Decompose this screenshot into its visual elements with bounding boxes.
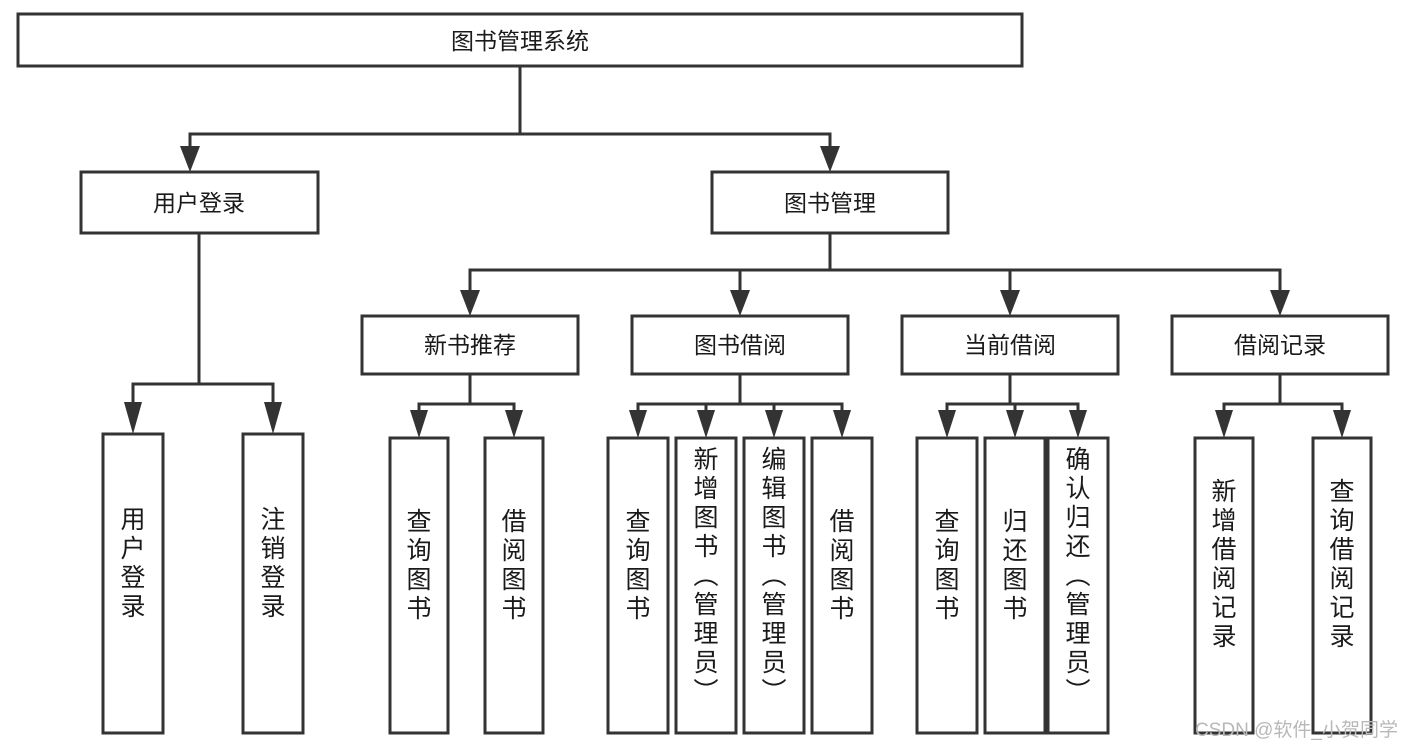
node-bookmgmt[interactable]: 图书管理 [710,170,950,235]
node-leaf-confirm-return-box[interactable] [1046,436,1110,735]
node-leaf-return-book-box[interactable] [983,436,1047,735]
node-leaf-query-book-1[interactable]: 查询图书 [388,436,450,735]
arrow-head-leaf-return-book [1006,410,1024,438]
node-leaf-query-book-2[interactable]: 查询图书 [606,436,670,735]
node-borrow[interactable]: 图书借阅 [630,314,850,376]
node-leaf-borrow-book-2[interactable]: 借阅图书 [810,436,874,735]
node-current-box[interactable] [900,314,1120,376]
arrow-head-leaf-borrow-book-2 [833,410,851,438]
connector-group-bookmgmt [460,231,1290,316]
node-leaf-edit-book[interactable]: 编辑图书︵管理员︶ [742,436,806,735]
node-leaf-logout-label: 注销登录 [260,506,285,621]
connector-group-login-leaves [124,231,282,434]
node-leaf-user-login[interactable]: 用户登录 [101,432,165,735]
node-leaf-borrow-book-2-box[interactable] [810,436,874,735]
node-leaf-return-book-label: 归还图书 [1002,508,1027,623]
node-newbook-label: 新书推荐 [424,332,516,358]
node-leaf-add-book[interactable]: 新增图书︵管理员︶ [674,436,738,735]
node-borrow-box[interactable] [630,314,850,376]
node-current-label: 当前借阅 [964,332,1056,358]
node-leaf-borrow-book-1-box[interactable] [483,436,545,735]
node-root[interactable]: 图书管理系统 [16,12,1024,68]
node-record[interactable]: 借阅记录 [1170,314,1390,376]
arrow-head-leaf-user-login [124,402,142,434]
node-leaf-add-record-box[interactable] [1193,436,1255,735]
arrow-head-leaf-query-book-3 [938,410,956,438]
arrow-head-borrow [730,290,750,316]
node-bookmgmt-box[interactable] [710,170,950,235]
arrow-head-leaf-confirm-return [1069,410,1087,438]
node-newbook-box[interactable] [360,314,580,376]
node-leaf-user-login-box[interactable] [101,432,165,735]
node-leaf-borrow-book-1-label: 借阅图书 [501,508,526,623]
watermark-label: CSDN @软件_小贺同学 [1195,719,1398,741]
node-bookmgmt-label: 图书管理 [784,190,876,216]
node-borrow-label: 图书借阅 [694,332,786,358]
node-leaf-return-book[interactable]: 归还图书 [983,436,1047,735]
node-leaf-query-record-box[interactable] [1311,436,1373,735]
node-record-label: 借阅记录 [1234,332,1326,358]
node-login-box[interactable] [79,170,320,235]
arrow-head-leaf-borrow-book-1 [505,410,523,438]
arrow-head-leaf-logout [264,402,282,434]
arrow-head-leaf-query-record [1333,410,1351,438]
node-leaf-borrow-book-1[interactable]: 借阅图书 [483,436,545,735]
arrow-head-login [180,146,200,172]
node-leaf-query-record-label: 查询借阅记录 [1329,478,1354,651]
node-leaf-add-book-box[interactable] [674,436,738,735]
node-leaf-query-book-2-box[interactable] [606,436,670,735]
connector-group-newbook-leaves [410,372,523,438]
node-login-label: 用户登录 [153,190,245,216]
connector-group-root [180,64,840,172]
node-leaf-query-book-3-box[interactable] [915,436,979,735]
node-current[interactable]: 当前借阅 [900,314,1120,376]
node-leaf-query-book-1-label: 查询图书 [406,508,431,623]
node-login[interactable]: 用户登录 [79,170,320,235]
connector-group-current-leaves [938,372,1087,438]
node-leaf-confirm-return[interactable]: 确认归还︵管理员︶ [1046,436,1110,735]
node-leaf-logout-box[interactable] [241,432,305,735]
node-leaf-edit-book-box[interactable] [742,436,806,735]
arrow-head-record [1270,290,1290,316]
node-record-box[interactable] [1170,314,1390,376]
node-leaf-user-login-label: 用户登录 [120,506,145,621]
node-leaf-add-record[interactable]: 新增借阅记录 [1193,436,1255,735]
connector-group-record-leaves [1215,372,1351,438]
node-newbook[interactable]: 新书推荐 [360,314,580,376]
arrow-head-bookmgmt [820,146,840,172]
node-leaf-query-book-3-label: 查询图书 [934,508,959,623]
node-leaf-confirm-return-label: 确认归还︵管理员︶ [1065,446,1090,706]
arrow-head-leaf-add-record [1215,410,1233,438]
arrow-head-leaf-edit-book [765,410,783,438]
node-leaf-query-book-1-box[interactable] [388,436,450,735]
connector-group-borrow-leaves [629,372,851,438]
node-root-box[interactable] [16,12,1024,68]
node-leaf-borrow-book-2-label: 借阅图书 [829,508,854,623]
node-leaf-query-book-2-label: 查询图书 [625,508,650,623]
arrow-head-leaf-add-book [697,410,715,438]
arrow-head-leaf-query-book-2 [629,410,647,438]
node-leaf-query-book-3[interactable]: 查询图书 [915,436,979,735]
node-root-label: 图书管理系统 [451,28,589,54]
node-leaf-edit-book-label: 编辑图书︵管理员︶ [761,446,786,706]
arrow-head-newbook [460,290,480,316]
node-leaf-logout[interactable]: 注销登录 [241,432,305,735]
arrow-head-current [1000,290,1020,316]
node-leaf-add-book-label: 新增图书︵管理员︶ [693,446,718,706]
node-leaf-query-record[interactable]: 查询借阅记录 [1311,436,1373,735]
node-leaf-add-record-label: 新增借阅记录 [1211,478,1236,651]
arrow-head-leaf-query-book-1 [410,410,428,438]
